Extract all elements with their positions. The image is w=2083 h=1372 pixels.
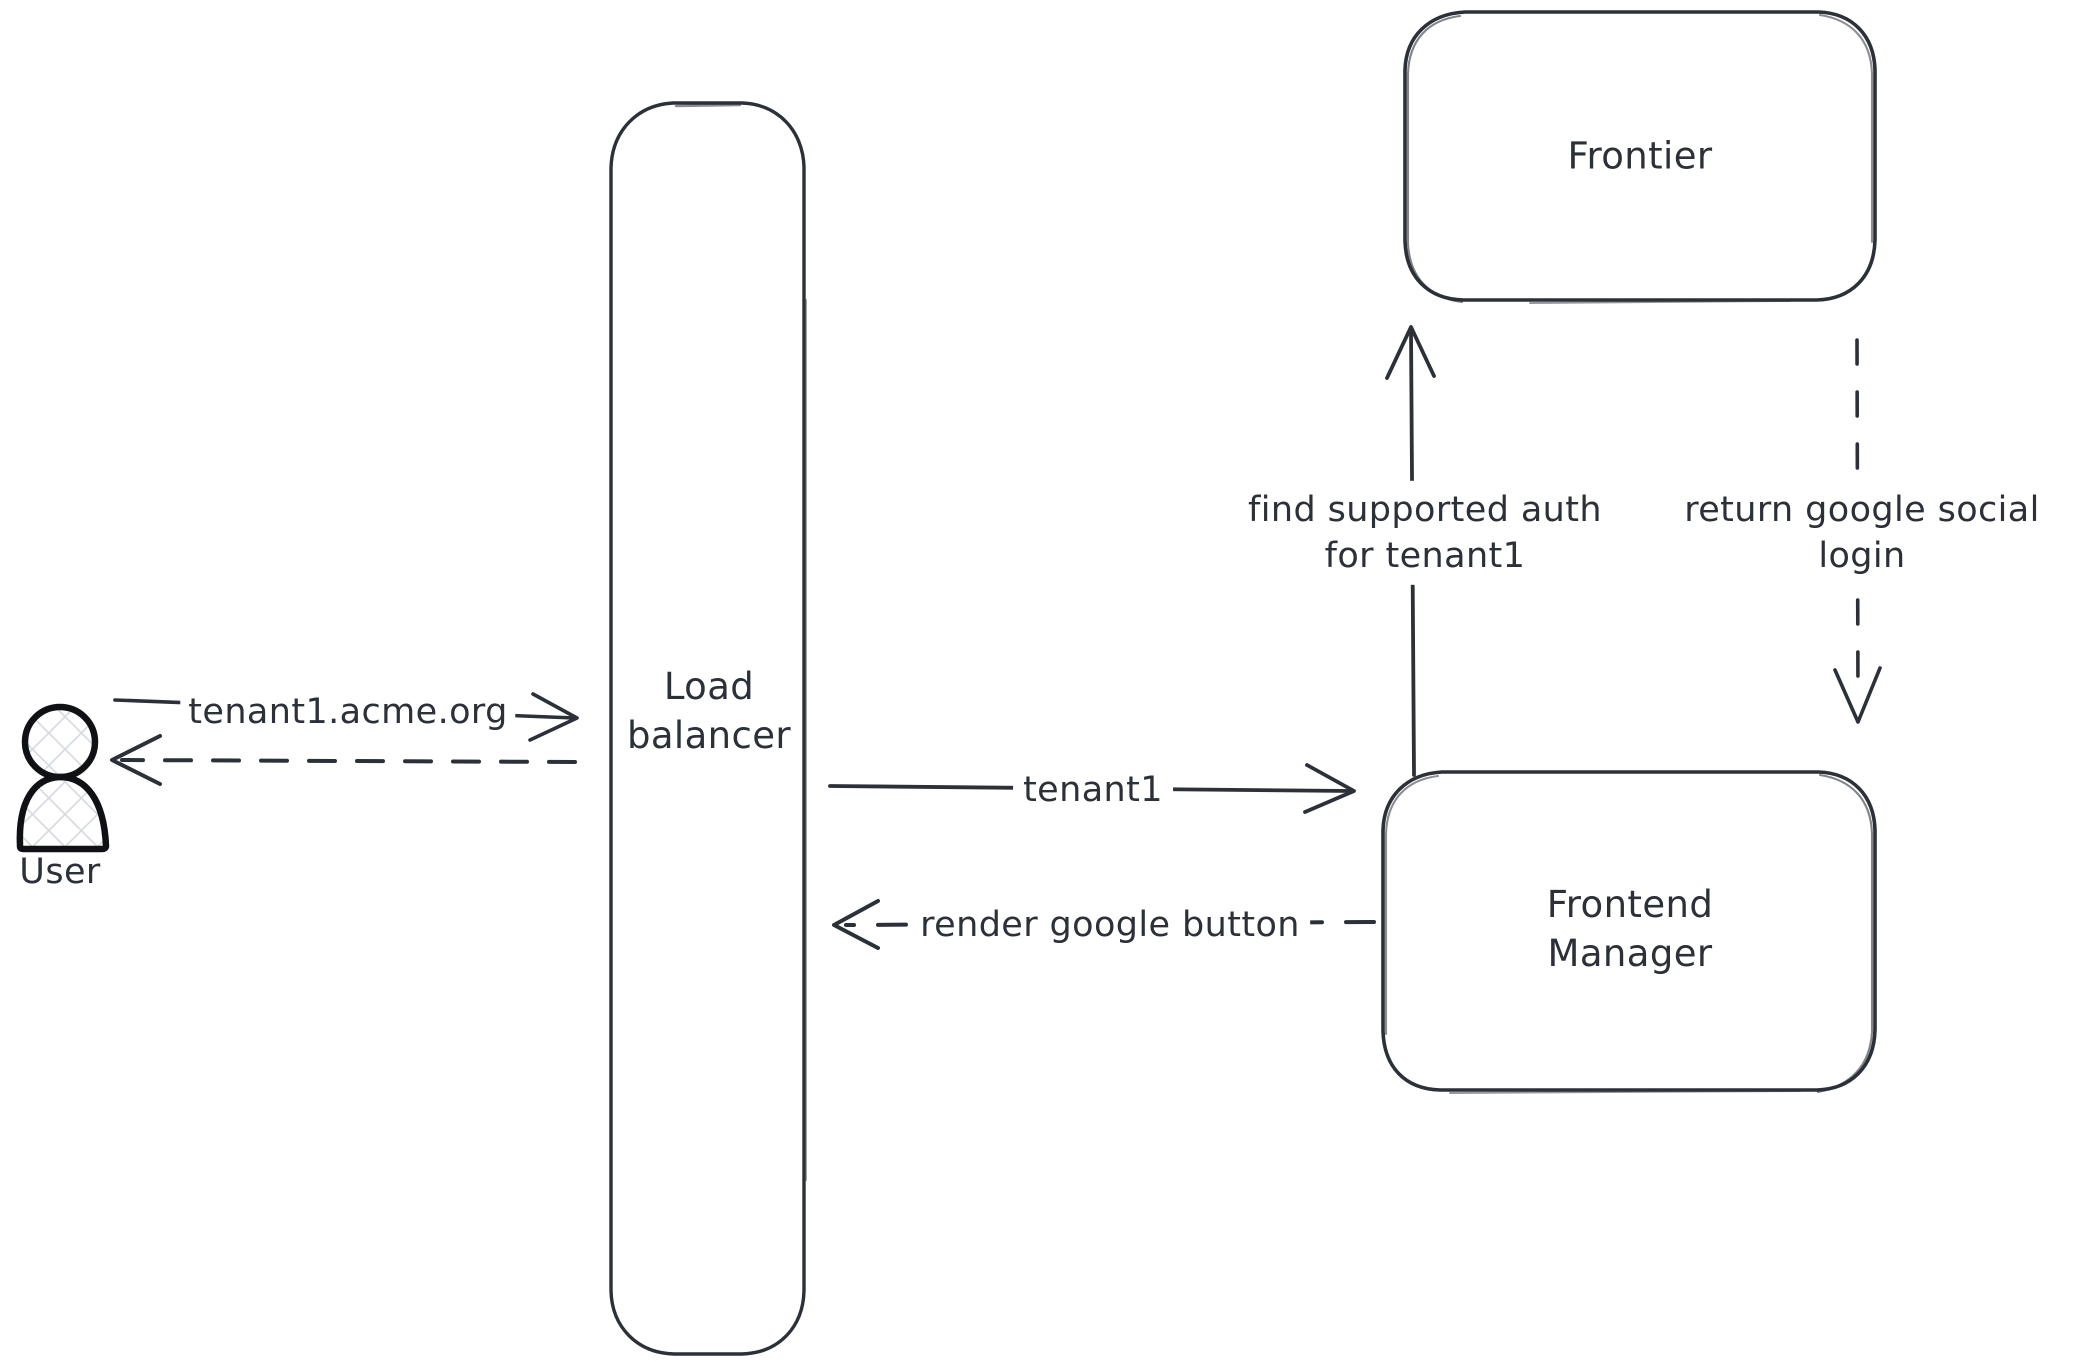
load-balancer-shape[interactable] (609, 101, 807, 1356)
edge-frontend-manager-to-frontier (1385, 325, 1436, 777)
edge-load-balancer-to-user (110, 734, 577, 786)
edge-frontier-to-frontend-manager (1833, 338, 1882, 724)
user-actor-icon (16, 703, 110, 853)
frontend-manager-shape[interactable] (1381, 770, 1877, 1094)
edge-frontend-manager-to-load-balancer (832, 899, 1376, 950)
edge-user-to-load-balancer (113, 692, 579, 742)
edge-load-balancer-to-frontend-manager (828, 763, 1356, 814)
frontier-shape[interactable] (1403, 10, 1877, 304)
